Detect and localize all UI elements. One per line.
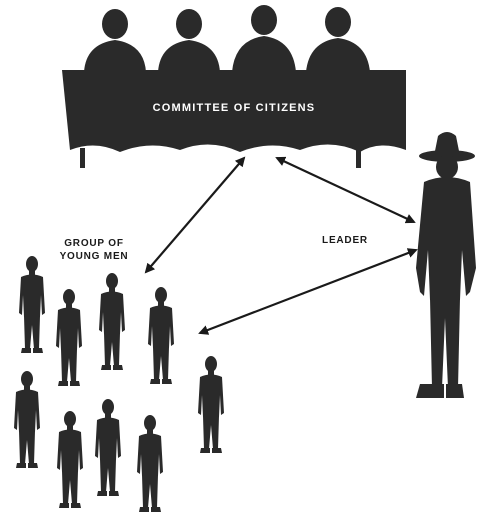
- young-man: [198, 356, 224, 453]
- arrow-committee-group: [144, 156, 246, 274]
- group-label-line1: GROUP OF: [64, 238, 124, 249]
- young-man: [14, 371, 40, 468]
- young-man: [95, 399, 121, 496]
- group-label: GROUP OF YOUNG MEN: [60, 238, 129, 262]
- young-men-group: [14, 256, 224, 512]
- committee-label: COMMITTEE OF CITIZENS: [153, 102, 316, 114]
- committee-member: [158, 9, 220, 72]
- committee-group: COMMITTEE OF CITIZENS: [62, 5, 406, 168]
- group-label-line2: YOUNG MEN: [60, 251, 129, 262]
- young-man: [99, 273, 125, 370]
- young-man: [57, 411, 83, 508]
- leader-label: LEADER: [322, 235, 368, 246]
- relationship-arrows: [144, 156, 418, 335]
- young-man: [19, 256, 45, 353]
- committee-member: [306, 7, 370, 72]
- young-man: [56, 289, 82, 386]
- arrow-group-leader: [198, 248, 418, 335]
- committee-table: [62, 70, 406, 152]
- young-man: [148, 287, 174, 384]
- committee-member: [84, 9, 146, 72]
- young-man: [137, 415, 163, 512]
- leader-figure: [416, 132, 476, 398]
- arrow-committee-leader: [275, 156, 416, 224]
- committee-member: [232, 5, 296, 72]
